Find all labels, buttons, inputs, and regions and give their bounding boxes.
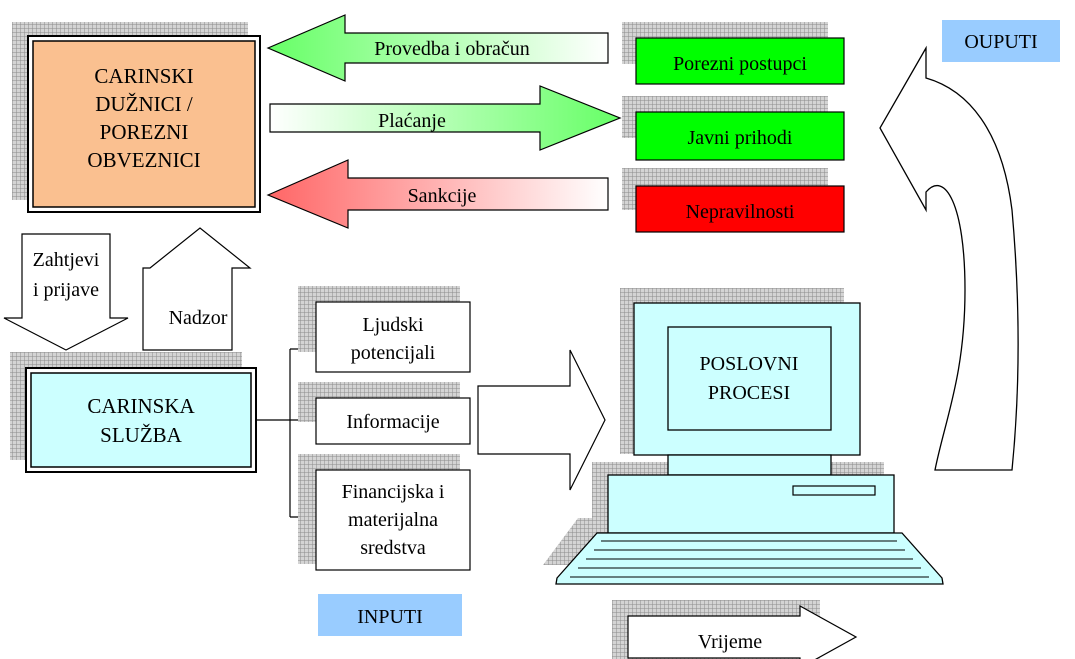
arrow-nadzor-label: Nadzor xyxy=(169,307,228,329)
output-javni-prihodi: Javni prihodi xyxy=(622,96,845,161)
input-process-arrow xyxy=(477,349,606,491)
input-ljudski-line-1: Ljudski xyxy=(362,314,424,336)
debtors-box-fill xyxy=(32,40,256,208)
computer-drive-slot xyxy=(792,485,876,496)
input-financijska: Financijska i materijalna sredstva xyxy=(298,454,471,571)
computer-label-1: POSLOVNI xyxy=(700,353,799,375)
outputs-label: OUPUTI xyxy=(942,20,1060,62)
computer-screen xyxy=(667,326,832,431)
arrow-placanje: Plaćanje xyxy=(269,85,622,151)
output-javni-prihodi-label: Javni prihodi xyxy=(688,127,793,149)
computer-label-2: PROCESI xyxy=(708,382,790,404)
customs-line-2: SLUŽBA xyxy=(100,423,183,447)
arrow-nadzor: Nadzor xyxy=(142,227,252,351)
customs-box-fill xyxy=(30,372,252,468)
debtors-box: CARINSKI DUŽNICI / POREZNI OBVEZNICI xyxy=(12,22,261,213)
inputs-label-text: INPUTI xyxy=(357,606,423,628)
input-informacije: Informacije xyxy=(298,382,471,445)
arrow-placanje-label: Plaćanje xyxy=(378,110,446,132)
customs-line-1: CARINSKA xyxy=(87,394,195,418)
input-fin-line-1: Financijska i xyxy=(342,481,445,503)
arrow-sankcije: Sankcije xyxy=(266,159,609,229)
arrow-provedba: Provedba i obračun xyxy=(266,14,609,82)
debtors-line-3: POREZNI xyxy=(100,120,189,144)
arrow-sankcije-label: Sankcije xyxy=(408,185,477,207)
input-ljudski-line-2: potencijali xyxy=(351,342,436,364)
debtors-line-2: DUŽNICI / xyxy=(95,92,193,116)
input-fin-line-2: materijalna xyxy=(348,509,438,531)
curved-feedback-arrow xyxy=(879,45,1019,471)
arrow-vrijeme: Vrijeme xyxy=(612,600,858,659)
input-fin-line-3: sredstva xyxy=(360,537,426,559)
output-nepravilnosti-label: Nepravilnosti xyxy=(686,201,795,223)
debtors-line-4: OBVEZNICI xyxy=(87,148,200,172)
computer-base xyxy=(607,474,895,534)
arrow-provedba-label: Provedba i obračun xyxy=(374,38,530,60)
arrow-zahtjevi: Zahtjevi i prijave xyxy=(3,233,129,351)
arrow-zahtjevi-label-2: i prijave xyxy=(33,279,99,301)
arrow-zahtjevi-label-1: Zahtjevi xyxy=(33,249,100,271)
customs-box: CARINSKA SLUŽBA xyxy=(10,352,257,473)
computer-illustration: POSLOVNI PROCESI xyxy=(543,288,944,585)
input-informacije-label: Informacije xyxy=(346,411,439,433)
debtors-line-1: CARINSKI xyxy=(94,64,193,88)
output-nepravilnosti: Nepravilnosti xyxy=(622,168,845,233)
output-porezni-postupci-label: Porezni postupci xyxy=(673,53,807,75)
input-ljudski: Ljudski potencijali xyxy=(298,286,471,373)
output-porezni-postupci: Porezni postupci xyxy=(622,22,845,85)
arrow-vrijeme-label: Vrijeme xyxy=(698,631,762,653)
inputs-label: INPUTI xyxy=(318,594,462,636)
outputs-label-text: OUPUTI xyxy=(964,31,1037,53)
